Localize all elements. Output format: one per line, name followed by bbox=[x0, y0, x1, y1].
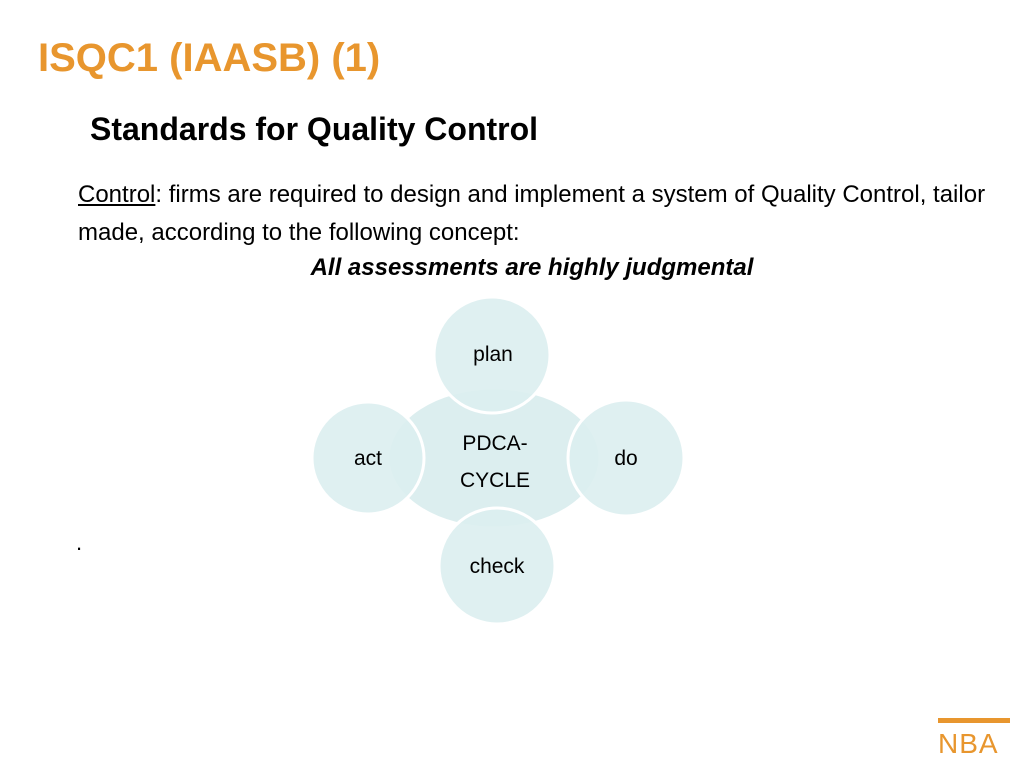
control-term: Control bbox=[78, 181, 156, 208]
nba-logo: NBA bbox=[938, 718, 1010, 759]
act-circle bbox=[310, 400, 426, 516]
check-circle bbox=[437, 506, 557, 626]
body-paragraph: Control: firms are required to design an… bbox=[78, 176, 998, 252]
do-circle bbox=[566, 398, 686, 518]
diagram-shapes bbox=[310, 295, 686, 626]
pdca-center-label-line2: CYCLE bbox=[460, 469, 530, 492]
emphasis-statement: All assessments are highly judgmental bbox=[310, 254, 754, 281]
do-label: do bbox=[614, 447, 637, 470]
check-label: check bbox=[470, 555, 525, 578]
pdca-center-label-line1: PDCA- bbox=[462, 432, 527, 455]
trailing-period: . bbox=[76, 530, 83, 555]
plan-label: plan bbox=[473, 343, 513, 366]
logo-bar bbox=[938, 718, 1010, 723]
act-label: act bbox=[354, 447, 382, 470]
logo-text: NBA bbox=[938, 728, 999, 759]
plan-circle bbox=[432, 295, 552, 415]
slide-title: ISQC1 (IAASB) (1) bbox=[38, 36, 381, 80]
slide-subtitle: Standards for Quality Control bbox=[90, 111, 539, 147]
body-text: : firms are required to design and imple… bbox=[78, 181, 986, 246]
